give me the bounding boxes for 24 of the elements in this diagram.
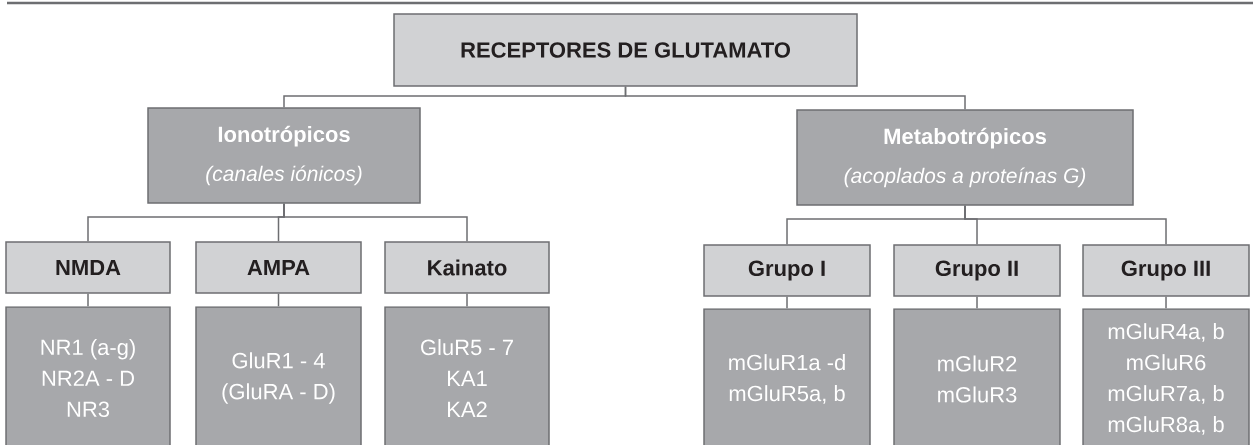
subunit-box: mGluR2 mGluR3	[893, 308, 1061, 445]
family-box: NMDA	[5, 241, 171, 294]
group-box: Grupo III	[1082, 244, 1250, 297]
connector	[624, 86, 966, 110]
connector	[466, 293, 468, 307]
subunit-box: GluR5 - 7 KA1 KA2	[384, 306, 550, 445]
connector	[786, 296, 788, 309]
category-box: Metabotrópicos (acoplados a proteínas G)	[796, 109, 1134, 206]
group-box: Grupo II	[893, 244, 1061, 297]
title-box: RECEPTORES DE GLUTAMATO	[393, 13, 858, 87]
category-box: Ionotrópicos (canales iónicos)	[147, 107, 421, 204]
connector	[1165, 296, 1167, 309]
connector	[976, 296, 978, 309]
connector	[964, 205, 1167, 245]
connector	[277, 293, 280, 307]
connector	[283, 203, 468, 242]
subunit-box: mGluR4a, b mGluR6 mGluR7a, b mGluR8a, b	[1082, 308, 1250, 445]
subunit-box: GluR1 - 4 (GluRA - D)	[195, 306, 362, 445]
family-box: AMPA	[195, 241, 362, 294]
subunit-box: NR1 (a-g) NR2A - D NR3	[5, 306, 171, 445]
group-box: Grupo I	[703, 244, 871, 297]
connector	[87, 293, 89, 307]
subunit-box: mGluR1a -d mGluR5a, b	[703, 308, 871, 445]
family-box: Kainato	[384, 241, 550, 294]
